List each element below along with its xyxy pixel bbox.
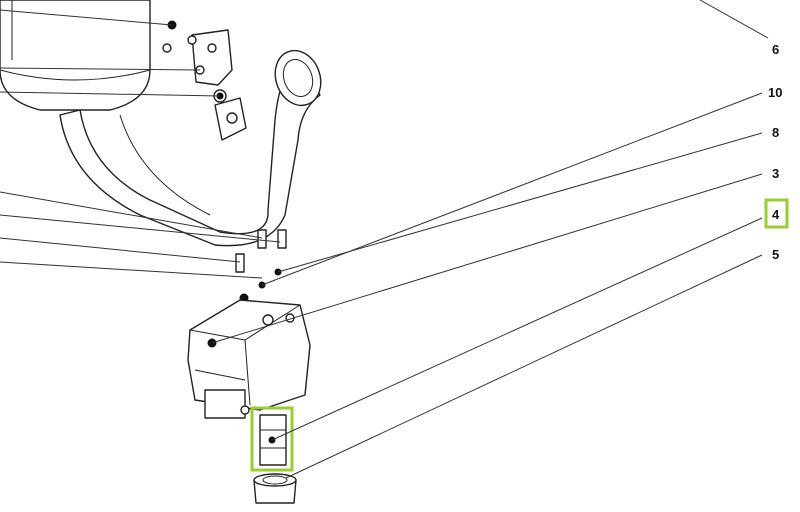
filter-highlight-box [250,406,294,472]
leader-4 [271,217,763,441]
callout-4: 4 [772,207,780,222]
valve-housing [187,299,311,419]
callout-4-highlight-box [764,198,789,229]
leader-8 [277,132,763,273]
callout-labels: 6 10 8 3 4 5 [764,42,789,262]
leader-5 [285,254,763,479]
callout-10: 10 [768,85,782,100]
filter-element [250,406,294,472]
callout-8: 8 [772,125,779,140]
filter-cap [253,473,297,504]
leader-10 [261,92,763,286]
leader-6 [699,0,769,39]
tank-body [0,0,151,111]
callout-5: 5 [772,247,779,262]
leader-3 [211,173,763,344]
left-leader-lines [0,9,281,279]
callout-leaders [211,0,769,479]
upper-bracket [162,20,233,103]
callout-6: 6 [772,42,779,57]
curved-pipe [59,49,322,247]
callout-3: 3 [772,166,779,181]
